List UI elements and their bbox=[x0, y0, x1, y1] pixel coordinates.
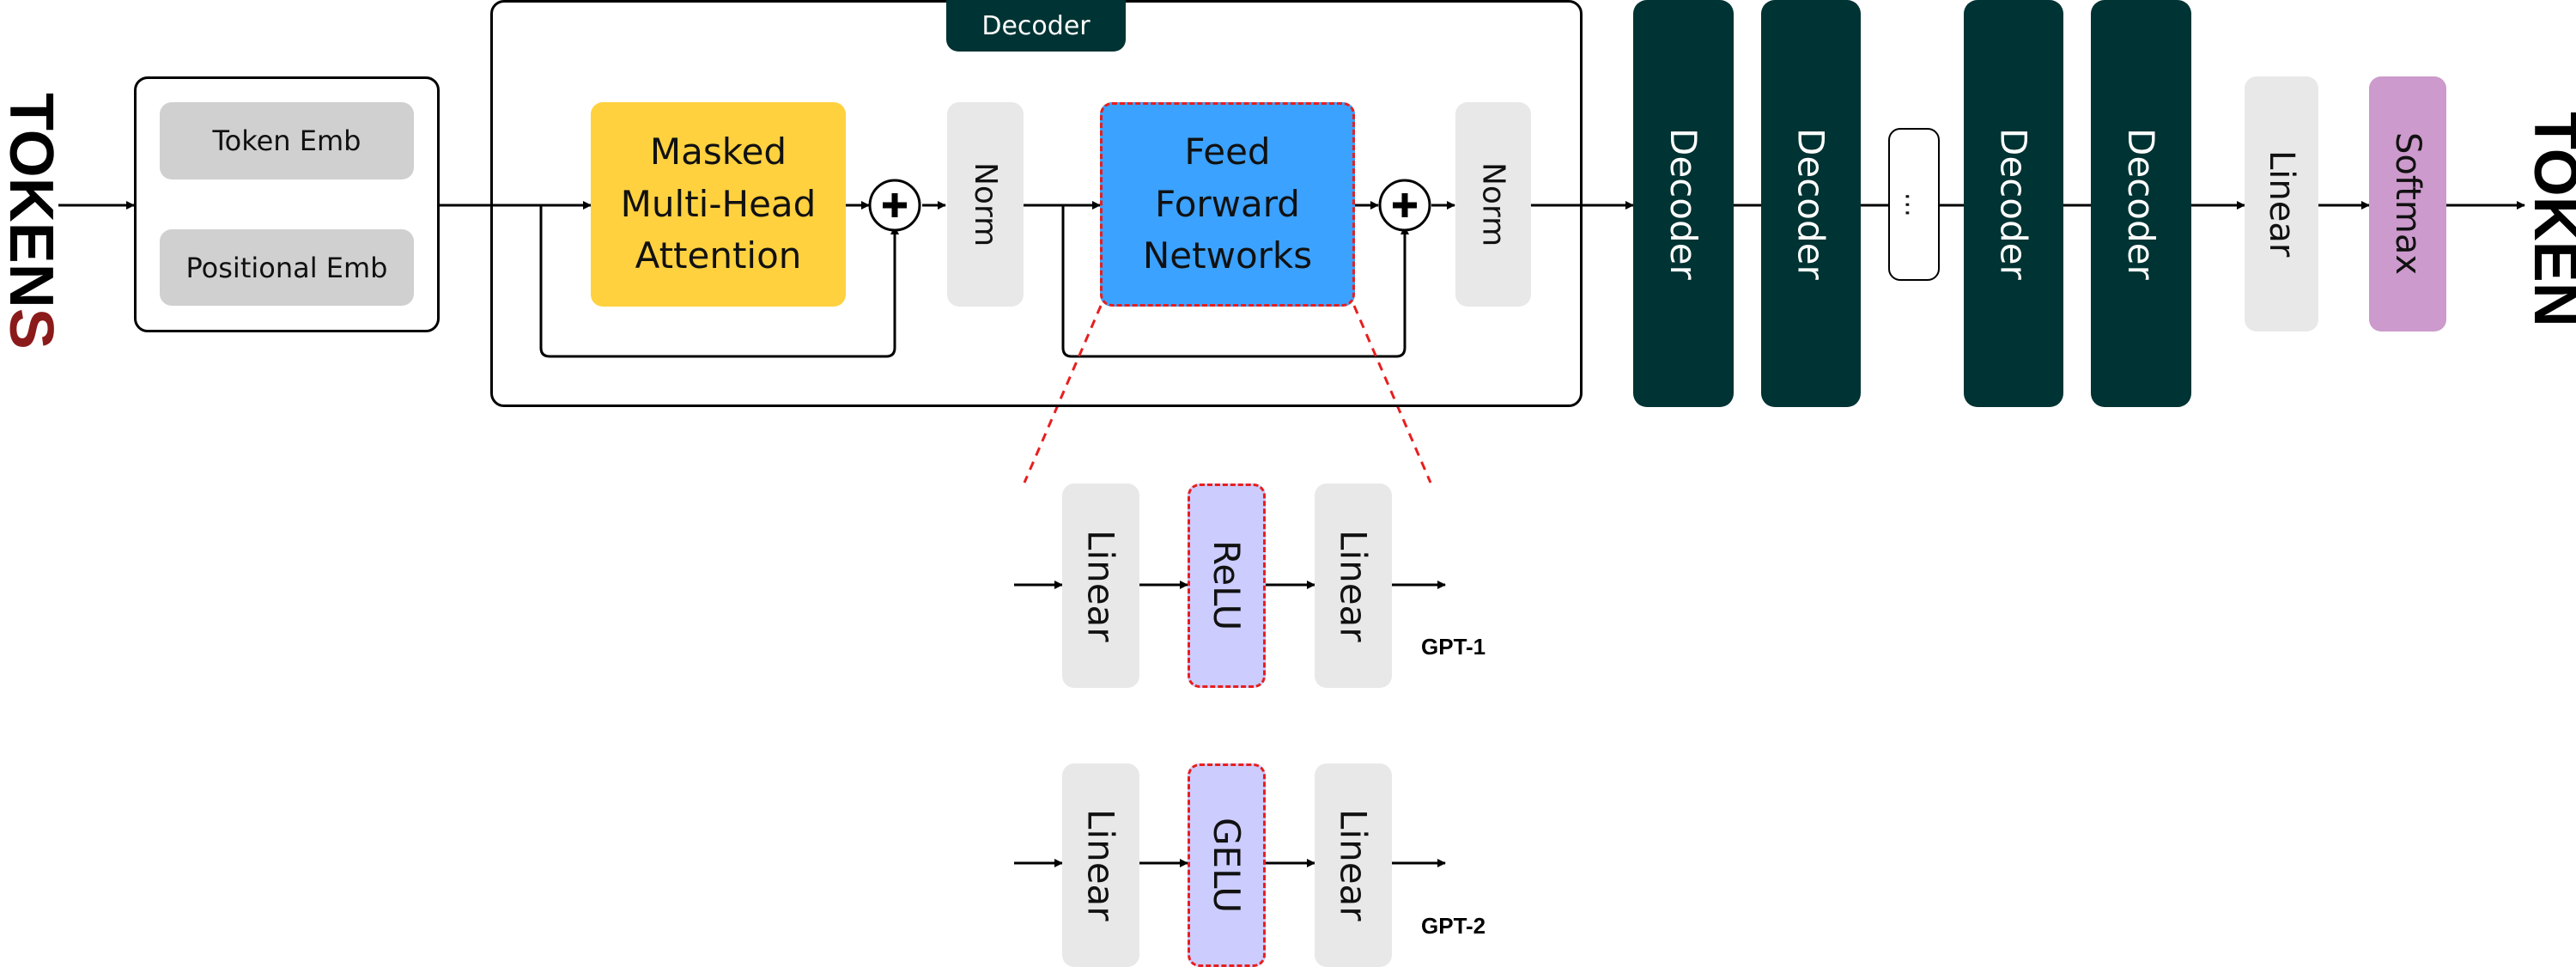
gpt2-linear-2: Linear bbox=[1315, 763, 1392, 967]
masked-attention-block: Masked Multi-Head Attention bbox=[591, 102, 846, 307]
decoder-stack-4: Decoder bbox=[2091, 0, 2191, 407]
output-linear: Linear bbox=[2245, 76, 2318, 331]
gpt2-label: GPT-2 bbox=[1421, 913, 1486, 939]
decoder-stack-1: Decoder bbox=[1633, 0, 1734, 407]
norm-block-1: Norm bbox=[947, 102, 1024, 307]
gpt2-linear-1: Linear bbox=[1062, 763, 1139, 967]
token-embedding: Token Emb bbox=[160, 102, 414, 179]
gpt2-gelu: GELU bbox=[1188, 763, 1266, 967]
decoder-stack-ellipsis: ... bbox=[1888, 128, 1940, 281]
zoom-lines bbox=[1023, 305, 1432, 484]
gpt1-label: GPT-1 bbox=[1421, 634, 1486, 660]
decoder-title: Decoder bbox=[946, 0, 1126, 52]
input-tokens-label: TOKENS bbox=[0, 93, 65, 350]
gpt1-linear-1: Linear bbox=[1062, 484, 1139, 688]
feed-forward-block: Feed Forward Networks bbox=[1100, 102, 1355, 307]
gpt1-linear-2: Linear bbox=[1315, 484, 1392, 688]
residual-connection-2 bbox=[1061, 205, 1409, 358]
positional-embedding: Positional Emb bbox=[160, 229, 414, 306]
decoder-stack-2: Decoder bbox=[1761, 0, 1861, 407]
decoder-stack-3: Decoder bbox=[1964, 0, 2063, 407]
output-token-label: TOKEN bbox=[2521, 112, 2576, 327]
gpt1-relu: ReLU bbox=[1188, 484, 1266, 688]
residual-connection-1 bbox=[539, 205, 899, 358]
norm-block-2: Norm bbox=[1455, 102, 1531, 307]
softmax: Softmax bbox=[2369, 76, 2446, 331]
